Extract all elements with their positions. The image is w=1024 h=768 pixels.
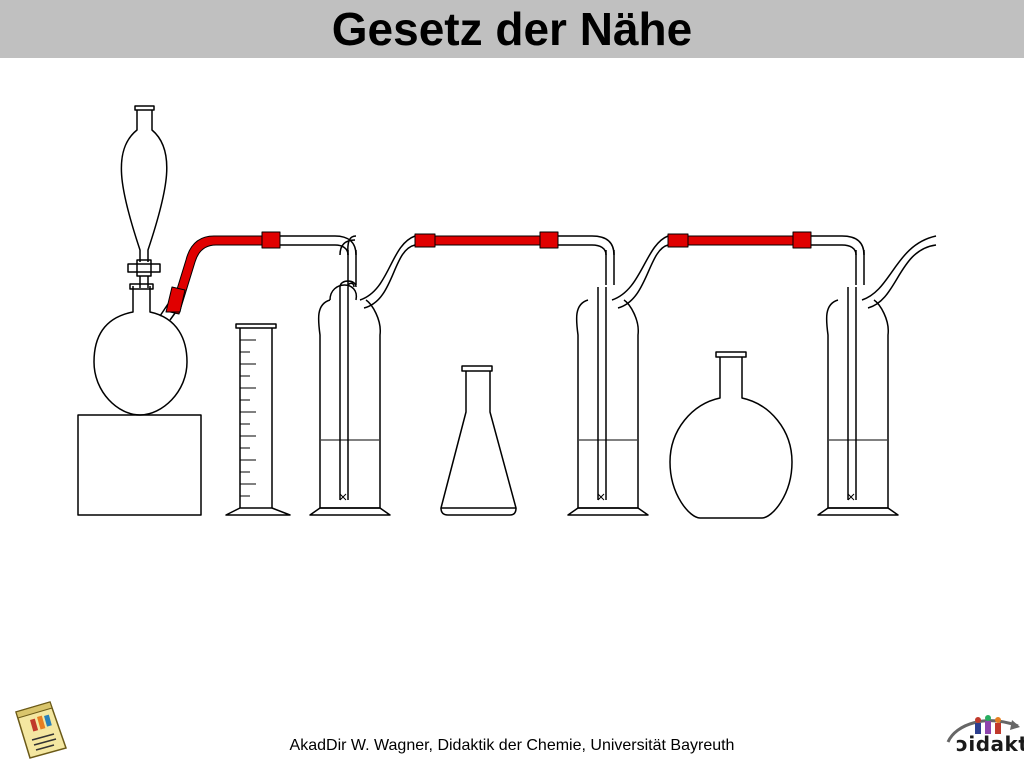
- gas-washing-bottle-3: [817, 235, 937, 516]
- footer-credit: AkadDir W. Wagner, Didaktik der Chemie, …: [289, 737, 735, 754]
- dropping-funnel: [120, 105, 168, 288]
- standing-round-flask: [669, 351, 793, 519]
- gas-washing-bottle-1: [309, 235, 416, 516]
- glass-tubing: [280, 235, 865, 256]
- graduated-cylinder: [225, 323, 291, 516]
- erlenmeyer-flask: [440, 365, 517, 516]
- didaktik-logo-icon: ↄidaktik: [942, 710, 1024, 766]
- gas-washing-bottle-2: [567, 235, 669, 516]
- document-chart-icon[interactable]: [10, 698, 72, 760]
- title-bar: [0, 0, 1024, 58]
- logo-text: ↄidaktik: [956, 732, 1024, 756]
- slide-title: Gesetz der Nähe: [331, 3, 693, 55]
- rubber-tubing: [165, 231, 812, 315]
- lab-stand: [77, 414, 202, 516]
